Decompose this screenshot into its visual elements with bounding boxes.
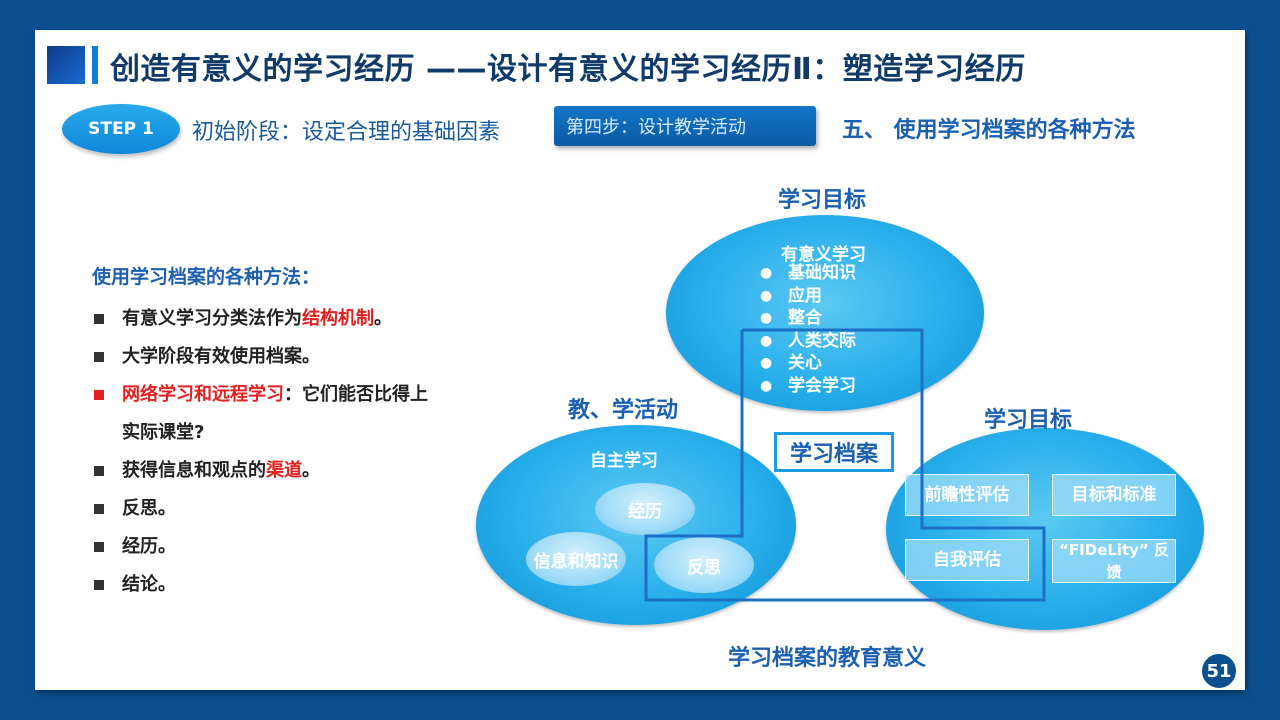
- square-bullet-icon: [94, 314, 104, 324]
- bullet-item: 人类交际: [760, 330, 856, 353]
- bullet-item: 关心: [760, 352, 856, 375]
- list-item: 有意义学习分类法作为结构机制。: [92, 300, 522, 338]
- title-bar-decor: [92, 46, 98, 84]
- square-bullet-icon: [94, 390, 104, 400]
- list-item: 反思。: [92, 490, 522, 528]
- square-bullet-icon: [94, 466, 104, 476]
- fidelity-feedback-box: “FIDeLity” 反馈: [1052, 539, 1176, 583]
- left-inner-title: 自主学习: [590, 451, 658, 471]
- activities-label: 教、学活动: [568, 398, 679, 423]
- portfolio-center-box: 学习档案: [774, 432, 894, 472]
- forward-assessment-box: 前瞻性评估: [905, 474, 1029, 516]
- bullet-item: 学会学习: [760, 375, 856, 398]
- list-heading: 使用学习档案的各种方法：: [92, 266, 321, 288]
- step-badge: STEP 1: [62, 104, 180, 154]
- method-list: 有意义学习分类法作为结构机制。 大学阶段有效使用档案。 网络学习和远程学习：它们…: [92, 300, 522, 604]
- square-bullet-icon: [94, 542, 104, 552]
- self-assessment-box: 自我评估: [905, 539, 1029, 581]
- list-item: 获得信息和观点的渠道。: [92, 452, 522, 490]
- goals-standards-box: 目标和标准: [1052, 474, 1176, 516]
- list-item: 网络学习和远程学习：它们能否比得上 实际课堂?: [92, 376, 522, 452]
- list-item: 经历。: [92, 528, 522, 566]
- section-heading: 五、 使用学习档案的各种方法: [842, 118, 1136, 143]
- bullet-item: 应用: [760, 285, 856, 308]
- info-ellipse: 信息和知识: [526, 532, 626, 586]
- page-number: 51: [1200, 652, 1238, 690]
- list-item: 大学阶段有效使用档案。: [92, 338, 522, 376]
- bottom-label: 学习档案的教育意义: [728, 646, 927, 671]
- assessment-ellipse: [886, 428, 1204, 630]
- list-item: 结论。: [92, 566, 522, 604]
- bullet-item: 整合: [760, 307, 856, 330]
- top-inner-title: 有意义学习: [781, 245, 866, 265]
- bullet-item: 基础知识: [760, 262, 856, 285]
- top-bullets: 基础知识 应用 整合 人类交际 关心 学会学习: [760, 262, 856, 397]
- step-description: 初始阶段：设定合理的基础因素: [192, 120, 501, 145]
- square-bullet-icon: [94, 352, 104, 362]
- reflection-ellipse: 反思: [654, 537, 754, 593]
- sub-step-box: 第四步：设计教学活动: [554, 106, 816, 146]
- title-square-decor: [47, 46, 85, 84]
- page-title: 创造有意义的学习经历 ——设计有意义的学习经历Ⅱ：塑造学习经历: [110, 52, 1026, 87]
- square-bullet-icon: [94, 580, 104, 590]
- experience-ellipse: 经历: [595, 483, 695, 535]
- right-goal-label: 学习目标: [984, 408, 1073, 433]
- top-goal-label: 学习目标: [778, 188, 867, 213]
- square-bullet-icon: [94, 504, 104, 514]
